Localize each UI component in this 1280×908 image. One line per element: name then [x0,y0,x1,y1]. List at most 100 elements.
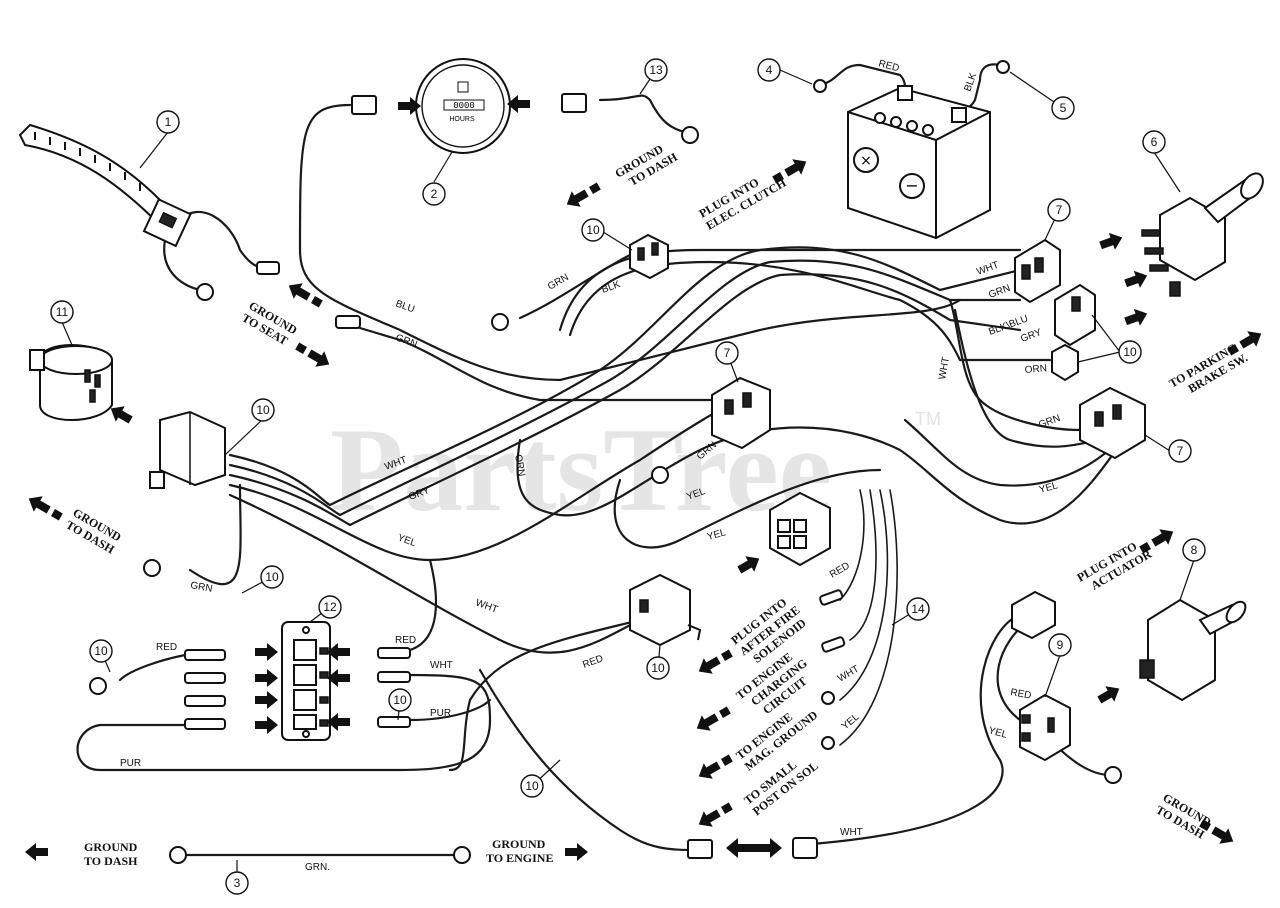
wire-label: GRN [987,283,1012,301]
solenoid-connector [629,573,702,647]
callout-8: 8 [1182,538,1206,562]
svg-text:10: 10 [1123,345,1137,359]
wire-label: RED [581,653,605,671]
wire-label: YEL [706,527,728,543]
svg-text:10: 10 [256,403,270,417]
arrow-icon [398,97,421,115]
callout-5: 5 [1051,96,1075,120]
wire-label: GRY [1019,327,1043,345]
arrow-icon [327,643,350,661]
wire-label: RED [877,58,900,74]
arrow-icon [110,406,133,424]
orn-grn-terminal [651,466,669,484]
callout-1: 1 [156,110,180,134]
svg-text:4: 4 [766,63,773,77]
svg-text:1: 1 [165,115,172,129]
bottom-plug-pair [687,837,818,859]
note-engine-charging: TO ENGINE CHARGING CIRCUIT [733,650,810,717]
arrow-icon [698,649,733,674]
wire-label: PUR [120,758,141,769]
svg-text:7: 7 [724,346,731,360]
note-ground-dash-left: GROUND TO DASH [64,505,124,556]
svg-text:10: 10 [651,661,665,675]
svg-text:10: 10 [525,779,539,793]
note-plug-clutch: PLUG INTO ELEC. CLUTCH [697,175,790,233]
note-ground-seat: GROUND TO SEAT [240,298,300,348]
callout-14: 14 [906,597,930,621]
actuator-plug [1011,590,1056,640]
note-ground-dash-top: GROUND TO DASH [613,142,681,189]
arrow-icon [698,754,733,779]
wire-label: RED [1009,687,1032,702]
callout-2: 2 [422,182,446,206]
svg-text:TO DASH: TO DASH [84,854,138,868]
callout-10g: 10 [388,688,412,712]
svg-text:GROUND: GROUND [492,837,546,851]
arrow-icon [1124,270,1148,288]
arrow-icon [288,283,323,308]
arrow-icon [1139,529,1174,554]
relay [1019,693,1122,784]
wire-label: BLU [394,298,416,315]
svg-text:13: 13 [649,63,663,77]
wire-harness [76,63,1122,857]
blu-plug [335,315,361,329]
callout-10b: 10 [581,218,605,242]
arrow-icon [1099,232,1123,250]
callout-3: 3 [225,871,249,895]
hour-meter-digits: 0000 [453,101,475,111]
wire-label: ORN [1024,363,1047,376]
parking-brake-switch [1141,172,1264,297]
svg-text:GROUND: GROUND [84,840,138,854]
callout-11: 11 [50,300,74,324]
arrow-icon [566,182,601,207]
direction-arrows [25,95,1262,861]
arrow-icon [696,706,731,731]
actuator-switch [1139,598,1247,702]
note-parking-brake: TO PARKING BRAKE SW. [1167,341,1250,396]
svg-text:3: 3 [234,876,241,890]
arrow-icon [1124,308,1148,326]
wire-label: WHT [840,827,863,838]
ignition-switch [29,344,113,421]
callout-7c: 7 [1168,439,1192,463]
hour-meter: 0000 HOURS [415,58,511,154]
clutch-connector [491,233,669,331]
wire-label: GRN [546,272,571,293]
callout-10f: 10 [646,656,670,680]
svg-text:10: 10 [265,570,279,584]
arrow-icon [255,691,278,709]
svg-text:9: 9 [1057,638,1064,652]
wire-label: YEL [987,725,1009,741]
note-ground-dash-right: GROUND TO DASH [1154,790,1214,841]
svg-text:14: 14 [911,602,925,616]
callout-10d: 10 [260,565,284,589]
battery-minus-icon: − [905,176,918,195]
arrow-icon [772,159,807,184]
callout-10a: 10 [251,398,275,422]
note-plug-actuator: PLUG INTO ACTUATOR [1075,539,1155,593]
arrow-icon [327,669,350,687]
svg-text:10: 10 [94,644,108,658]
svg-text:12: 12 [323,600,337,614]
svg-text:7: 7 [1177,444,1184,458]
svg-text:5: 5 [1060,101,1067,115]
connector-7-middle [711,376,771,450]
hour-meter-connectors [351,93,699,144]
wire-label: BLK [600,279,622,296]
wire-label: RED [395,635,416,646]
hour-meter-unit: HOURS [449,116,475,123]
svg-text:2: 2 [431,187,438,201]
fuse-block [281,621,331,741]
wire-label: YEL [840,711,862,732]
arrow-icon [565,843,588,861]
wire-label: ORN [512,454,527,478]
arrow-icon [327,713,350,731]
arrow-icon [1199,819,1234,844]
fuse-right-terminals [377,647,411,728]
fuse-left-terminals [89,649,226,730]
seat-switch-bracket [18,123,192,248]
arrow-icon [255,669,278,687]
battery: × − [813,60,1010,240]
